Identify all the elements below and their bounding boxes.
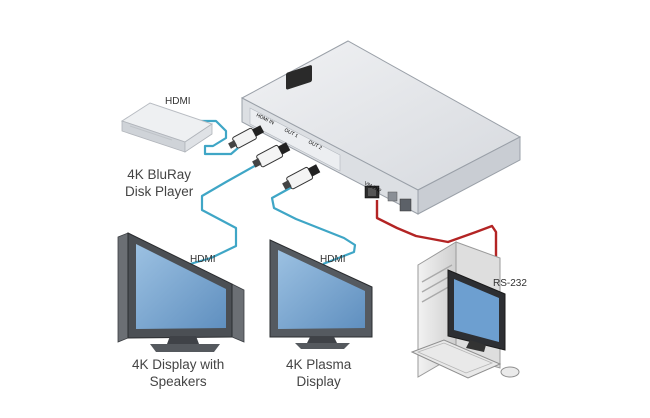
display-with-speakers <box>117 232 245 352</box>
hdmi-label-bluray: HDMI <box>165 96 191 107</box>
hdmi-plug-input <box>228 125 265 149</box>
hdmi-cable-bluray <box>200 119 239 156</box>
rs232-label: RS-232 <box>493 278 527 289</box>
rs232-cable <box>375 200 498 279</box>
hdmi-plug-output-2 <box>282 164 321 190</box>
hdmi-plug-output-1 <box>252 142 291 168</box>
bluray-caption: 4K BluRay Disk Player <box>125 166 193 200</box>
hdmi-label-display: HDMI <box>190 254 216 265</box>
display-caption-line-2: Speakers <box>149 374 207 389</box>
hdmi-cables <box>189 119 357 266</box>
bluray-caption-line-2: Disk Player <box>125 184 194 199</box>
hdmi-plugs <box>228 125 321 190</box>
plasma-caption: 4K Plasma Display <box>286 356 351 390</box>
hdmi-label-plasma: HDMI <box>320 254 346 265</box>
bluray-player <box>120 102 214 153</box>
hdmi-cable-plasma <box>270 186 357 266</box>
bluray-caption-line-1: 4K BluRay <box>127 167 192 182</box>
plasma-display <box>269 239 373 349</box>
display-caption: 4K Display with Speakers <box>132 356 224 390</box>
hdmi-cable-display <box>189 162 261 266</box>
switcher-device: VM-2H2 <box>240 40 522 215</box>
display-caption-line-1: 4K Display with <box>132 357 225 372</box>
plasma-caption-line-1: 4K Plasma <box>286 357 352 372</box>
plasma-caption-line-2: Display <box>296 374 341 389</box>
computer <box>410 241 520 379</box>
